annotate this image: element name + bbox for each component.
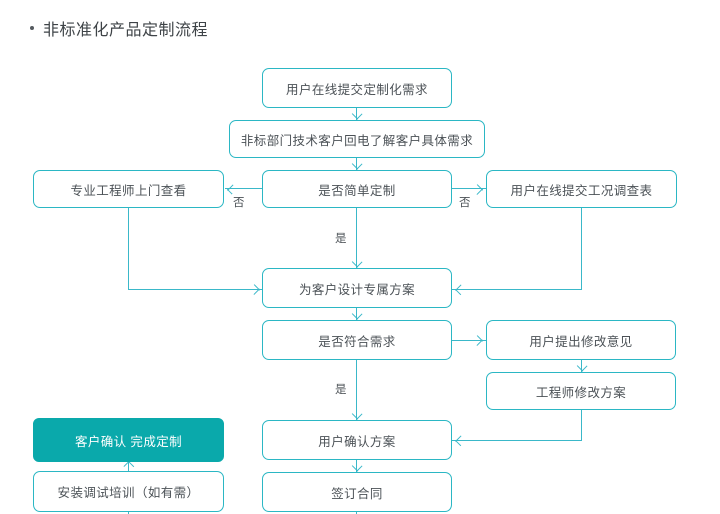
connector-meets-to-confirm (356, 360, 358, 421)
connector-survey-form-horizontal (452, 289, 582, 291)
node-submit-request-label: 用户在线提交定制化需求 (286, 82, 428, 97)
node-engineer-revise[interactable]: 工程师修改方案 (486, 372, 676, 410)
connector-contract-down (356, 512, 358, 514)
node-user-feedback-label: 用户提出修改意见 (529, 334, 633, 349)
connector-revise-vertical (581, 410, 583, 441)
node-user-feedback[interactable]: 用户提出修改意见 (486, 320, 676, 360)
node-install-debug-train-label: 安装调试培训（如有需） (57, 486, 200, 500)
arrowhead-design-solution-right (452, 283, 464, 295)
edge-label-yes-simple: 是 (334, 230, 348, 246)
node-submit-survey-form-label: 用户在线提交工况调查表 (510, 183, 653, 198)
node-is-simple-custom[interactable]: 是否简单定制 (262, 170, 452, 208)
arrowhead-user-feedback (474, 334, 486, 346)
node-meets-requirement-label: 是否符合需求 (318, 334, 396, 349)
node-engineer-revise-label: 工程师修改方案 (535, 385, 627, 400)
connector-survey-form-vertical (581, 207, 583, 290)
node-is-simple-custom-label: 是否简单定制 (318, 183, 396, 198)
bullet-icon (30, 26, 34, 30)
node-user-confirm-plan-label: 用户确认方案 (318, 434, 396, 449)
node-sign-contract[interactable]: 签订合同 (262, 472, 452, 512)
edge-label-no-right: 否 (458, 194, 472, 210)
node-design-solution[interactable]: 为客户设计专属方案 (262, 268, 452, 308)
connector-decision-to-survey-form (452, 188, 486, 190)
connector-decision-to-design (356, 207, 358, 269)
node-meets-requirement[interactable]: 是否符合需求 (262, 320, 452, 360)
arrowhead-user-confirm-plan-right (452, 434, 464, 446)
node-callback-clarify[interactable]: 非标部门技术客户回电了解客户具体需求 (229, 120, 485, 158)
connector-revise-horizontal (452, 440, 582, 442)
page-title: 非标准化产品定制流程 (30, 16, 208, 40)
arrowhead-submit-survey-form (474, 183, 486, 195)
node-customer-confirmed[interactable]: 客户确认 完成定制 (33, 418, 224, 462)
node-submit-survey-form[interactable]: 用户在线提交工况调查表 (486, 170, 677, 208)
node-user-confirm-plan[interactable]: 用户确认方案 (262, 420, 452, 460)
node-install-debug-train[interactable]: 安装调试培训（如有需） (33, 471, 224, 512)
node-callback-clarify-label: 非标部门技术客户回电了解客户具体需求 (240, 133, 474, 148)
node-engineer-onsite[interactable]: 专业工程师上门查看 (33, 170, 224, 208)
connector-engineer-onsite-horizontal (128, 289, 264, 291)
node-sign-contract-label: 签订合同 (331, 486, 383, 501)
connector-engineer-onsite-vertical (128, 207, 130, 290)
connector-install-down (128, 512, 130, 514)
edge-label-yes-meets: 是 (334, 381, 348, 397)
connector-decision-to-engineer-onsite (225, 188, 263, 190)
node-design-solution-label: 为客户设计专属方案 (298, 282, 416, 297)
node-engineer-onsite-label: 专业工程师上门查看 (70, 183, 187, 198)
edge-label-no-left: 否 (232, 194, 246, 210)
node-submit-request[interactable]: 用户在线提交定制化需求 (262, 68, 452, 108)
node-customer-confirmed-label: 客户确认 完成定制 (74, 434, 183, 449)
connector-meets-to-feedback (452, 340, 486, 342)
page-title-text: 非标准化产品定制流程 (43, 22, 209, 39)
